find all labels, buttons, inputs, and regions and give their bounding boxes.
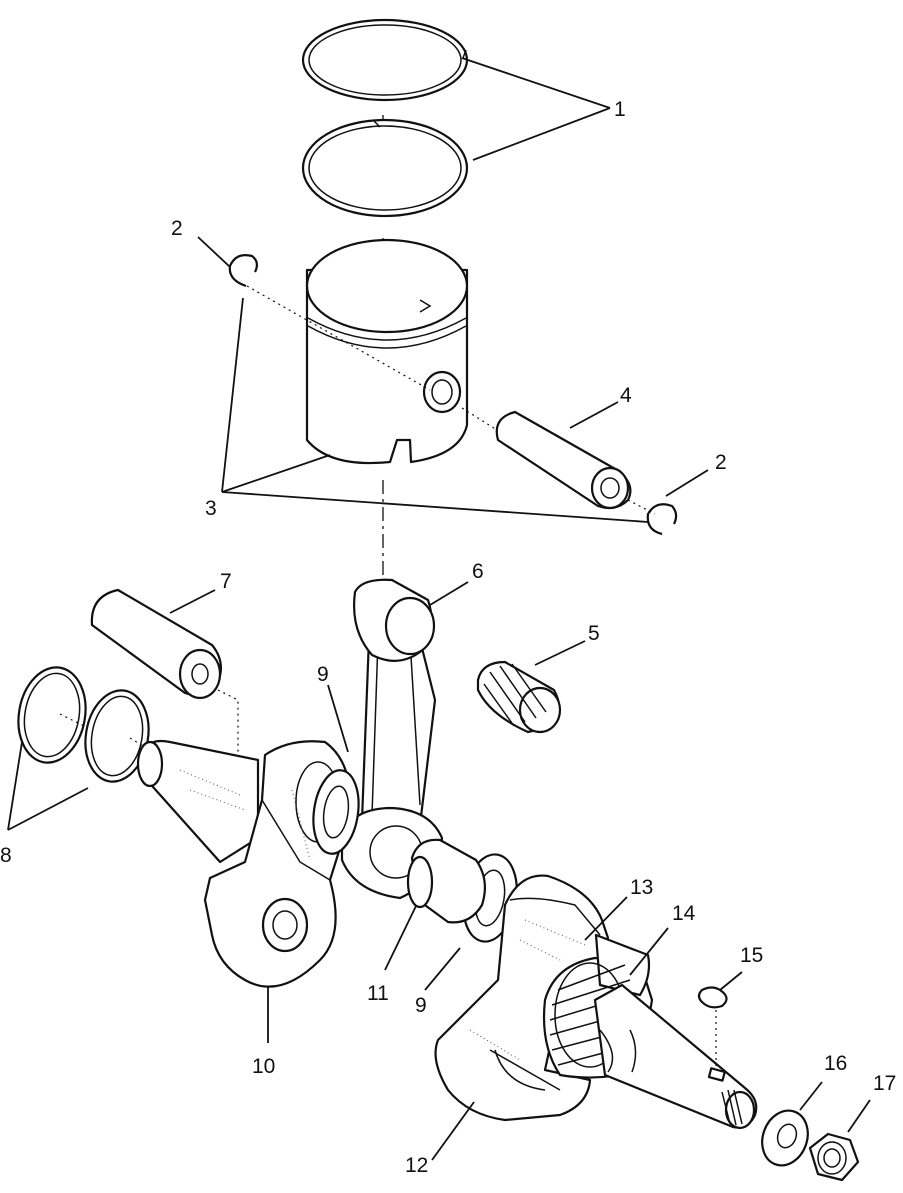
leader-lines <box>7 57 871 1161</box>
callout-17: 17 <box>873 1072 896 1095</box>
callout-12: 12 <box>405 1154 428 1177</box>
circlip-left <box>228 254 259 288</box>
callout-4: 4 <box>620 384 632 407</box>
callout-13: 13 <box>630 876 653 899</box>
crankpin-axis-line <box>217 689 239 780</box>
lock-washer <box>761 1109 809 1167</box>
callout-9-upper: 9 <box>317 663 329 686</box>
crankshaft-right-half <box>434 874 610 1122</box>
callout-2-right: 2 <box>715 451 727 474</box>
thrust-washer-left <box>312 769 360 855</box>
woodruff-key <box>697 986 728 1009</box>
crank-pin <box>90 588 223 700</box>
callout-5: 5 <box>588 622 600 645</box>
callout-1: 1 <box>614 98 626 121</box>
hex-nut <box>808 1132 860 1182</box>
crankshaft-taper-end <box>593 983 758 1130</box>
piston <box>305 238 469 465</box>
callout-3: 3 <box>205 497 217 520</box>
oil-seal-outer <box>17 666 87 764</box>
circlip-right <box>646 503 678 536</box>
pin-axis-line <box>246 285 656 515</box>
piston-ring-lower <box>301 118 469 218</box>
callout-2-left: 2 <box>171 217 183 240</box>
crankshaft-left-half <box>136 739 352 988</box>
piston-pin <box>495 410 632 510</box>
callout-labels: 1 2 2 3 4 5 6 7 8 9 9 10 11 12 13 14 15 … <box>0 98 896 1177</box>
piston-ring-upper <box>301 18 469 102</box>
callout-9-lower: 9 <box>415 994 427 1017</box>
callout-16: 16 <box>824 1052 847 1075</box>
callout-7: 7 <box>220 570 232 593</box>
needle-bearing <box>476 660 562 734</box>
callout-15: 15 <box>740 944 763 967</box>
main-bearing <box>406 838 487 924</box>
callout-8: 8 <box>0 844 12 867</box>
callout-14: 14 <box>672 902 696 925</box>
callout-10: 10 <box>252 1055 275 1078</box>
callout-11: 11 <box>367 982 389 1005</box>
callout-6: 6 <box>472 560 484 583</box>
